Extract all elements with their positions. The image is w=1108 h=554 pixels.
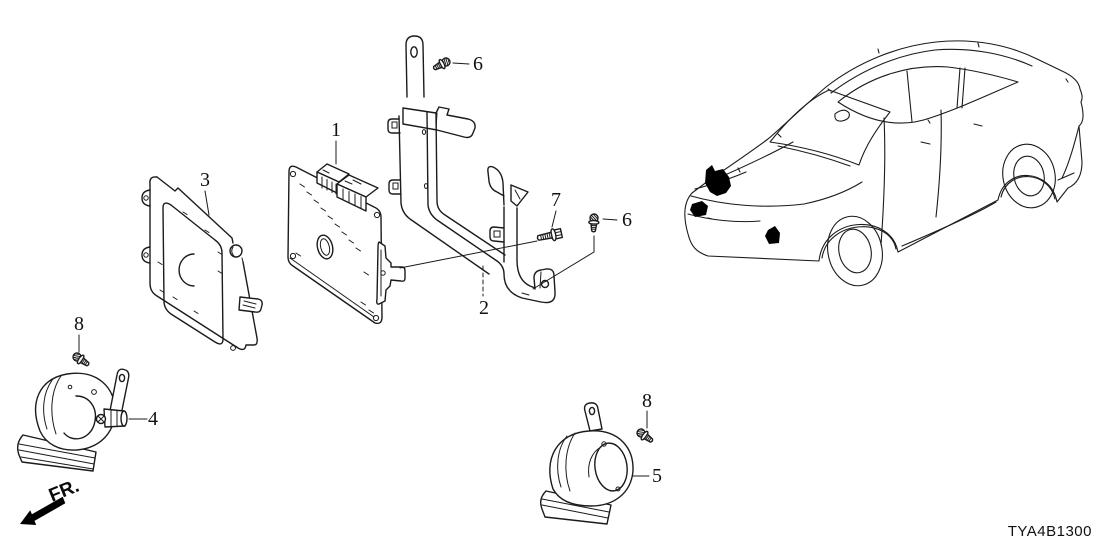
screw-marks xyxy=(295,183,374,314)
control-unit-location-mark xyxy=(705,165,731,196)
mounting-bracket-drawing[interactable] xyxy=(387,35,556,304)
callout-3[interactable]: 3 xyxy=(200,169,210,191)
fr-label: FR. xyxy=(46,476,82,507)
bracket-plate-drawing[interactable] xyxy=(141,176,263,351)
horn-right-drawing[interactable] xyxy=(539,402,634,525)
bolt-6-lower-icon[interactable] xyxy=(587,213,600,233)
bolt-8-right-icon[interactable] xyxy=(634,425,656,446)
bolt-6-upper-icon[interactable] xyxy=(430,55,453,74)
fr-direction-arrow: FR. xyxy=(20,476,82,525)
fr-arrow-icon xyxy=(20,496,66,525)
callout-8-left[interactable]: 8 xyxy=(74,313,84,335)
callout-6-lower[interactable]: 6 xyxy=(622,209,632,231)
callout-1[interactable]: 1 xyxy=(331,119,341,141)
bolt-8-left-icon[interactable] xyxy=(70,349,92,370)
horn-location-mark-left xyxy=(690,201,708,217)
callout-4[interactable]: 4 xyxy=(148,408,158,430)
callout-6-upper[interactable]: 6 xyxy=(473,53,483,75)
horn-location-mark-right xyxy=(765,226,780,244)
horn-left-drawing[interactable] xyxy=(16,368,130,472)
callout-5[interactable]: 5 xyxy=(652,465,662,487)
drawing-code: TYA4B1300 xyxy=(1008,523,1092,540)
callout-7[interactable]: 7 xyxy=(551,189,561,211)
leader-lines xyxy=(78,62,650,477)
callout-8-right[interactable]: 8 xyxy=(642,390,652,412)
control-unit-drawing[interactable] xyxy=(287,163,406,325)
callout-2[interactable]: 2 xyxy=(479,297,489,319)
bolt-7-icon[interactable] xyxy=(535,226,564,245)
vehicle-locator-outline xyxy=(684,40,1084,287)
